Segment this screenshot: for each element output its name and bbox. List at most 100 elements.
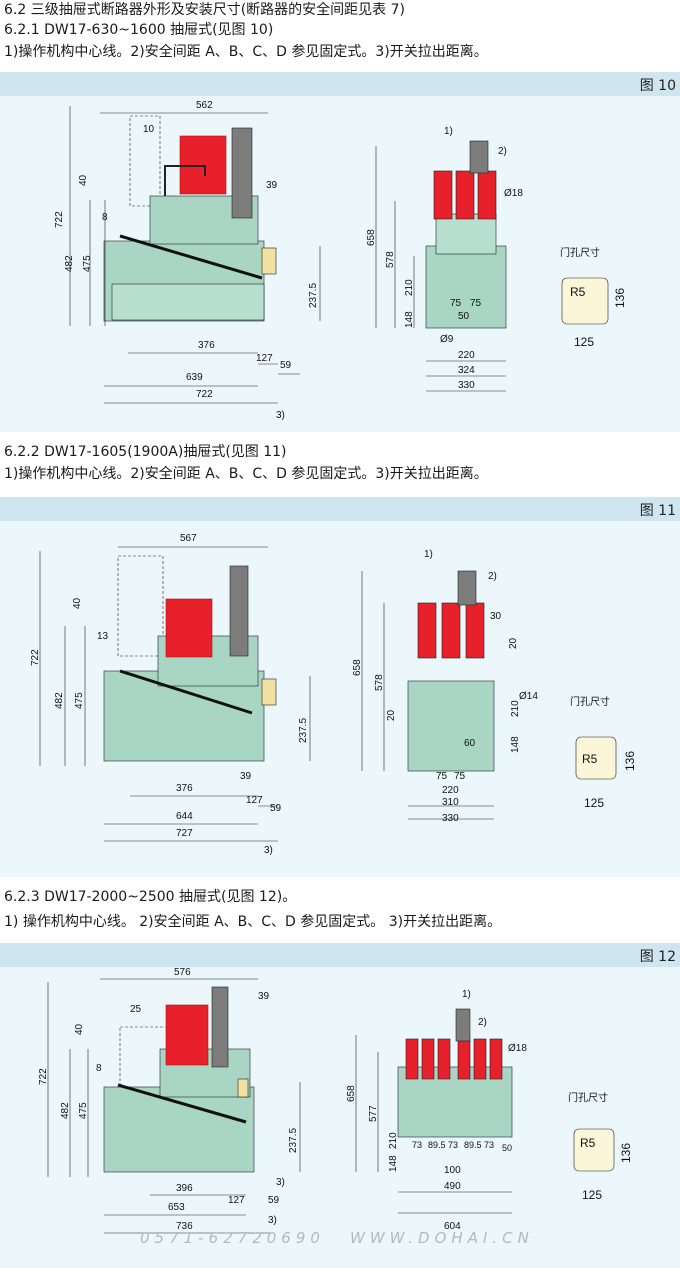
front-220: 220 [458,350,475,361]
front-50: 50 [458,311,470,322]
front-658: 658 [366,229,377,246]
door-136: 136 [619,1143,633,1163]
front-324: 324 [458,365,475,376]
dim-59: 59 [270,803,282,814]
front-75b: 75 [454,771,466,782]
dim-722v: 722 [38,1068,49,1085]
front-220: 220 [442,785,459,796]
figure-header-bar [0,943,680,967]
front-604: 604 [444,1221,461,1232]
front-330: 330 [442,813,459,824]
front-phi9: Ø9 [440,334,454,345]
dim-127: 127 [256,353,273,364]
dim-567: 567 [180,533,197,544]
door-hole-title: 门孔尺寸 [570,695,610,708]
dim-722v: 722 [54,211,65,228]
figure-label: 图 12 [639,949,676,965]
dim-13: 13 [97,631,109,642]
door-r5: R5 [580,1136,596,1150]
front-50: 50 [502,1143,512,1153]
section-heading: 6.2 三级抽屉式断路器外形及安装尺寸(断路器的安全间距见表 7) [4,2,405,18]
dim-639: 639 [186,372,203,383]
front-73a: 73 [412,1140,422,1150]
dim-39: 39 [258,991,270,1002]
figure-12-panel: 图 12 576 39 25 40 8 722 482 475 237.5 39… [0,943,680,1268]
front-210: 210 [404,279,415,296]
dim-562: 562 [196,100,213,111]
dim-127: 127 [228,1195,245,1206]
front-578: 578 [374,674,385,691]
front-658: 658 [352,659,363,676]
door-125: 125 [574,335,594,349]
dim-722v: 722 [30,649,41,666]
front-1: 1) [444,126,453,137]
front-895a: 89.5 [428,1140,446,1150]
front-phi18: Ø18 [508,1043,527,1054]
dim-376: 376 [198,340,215,351]
front-310: 310 [442,797,459,808]
dim-482: 482 [60,1102,71,1119]
figure-header-bar [0,72,680,96]
dim-39: 39 [240,771,252,782]
front-148: 148 [388,1155,399,1172]
dim-644: 644 [176,811,193,822]
front-100: 100 [444,1165,461,1176]
front-phi14: Ø14 [519,691,538,702]
dim-722h: 722 [196,389,213,400]
dim-482: 482 [64,255,75,272]
front-578: 578 [385,251,396,268]
front-20b: 20 [386,709,397,721]
front-30: 30 [490,611,502,622]
dim-59: 59 [268,1195,280,1206]
front-658: 658 [346,1085,357,1102]
dim-40: 40 [78,174,89,186]
front-2: 2) [498,146,507,157]
dim-25: 25 [130,1004,142,1015]
front-210: 210 [388,1132,399,1149]
front-1: 1) [462,989,471,1000]
front-60: 60 [464,738,476,749]
dim-40: 40 [72,597,83,609]
dim-3b: 3) [268,1215,277,1226]
figure-10-panel: 图 10 562 10 40 39 8 722 482 475 237.5 37… [0,72,680,432]
dim-8: 8 [102,212,108,223]
dim-8: 8 [96,1063,102,1074]
dim-576: 576 [174,967,191,978]
watermark-phone: 0571-62720690 [140,1229,325,1247]
figure-label: 图 10 [639,78,676,94]
door-hole [561,277,609,325]
door-r5: R5 [582,752,598,766]
dim-39: 39 [266,180,278,191]
subsection-heading: 6.2.1 DW17-630~1600 抽屉式(见图 10) [4,22,274,38]
dim-3a: 3) [276,1177,285,1188]
dim-3: 3) [264,845,273,856]
door-136: 136 [623,751,637,771]
front-1: 1) [424,549,433,560]
operating-lever [231,127,253,219]
dim-237: 237.5 [308,283,319,308]
dim-653: 653 [168,1202,185,1213]
front-phi18: Ø18 [504,188,523,199]
figure-10-drawing: 562 10 40 39 8 722 482 475 237.5 376 127… [54,100,627,421]
front-895b: 89.5 [464,1140,482,1150]
front-75a: 75 [450,298,462,309]
door-125: 125 [584,796,604,810]
dashed-outline [129,115,161,207]
subsection-heading: 6.2.3 DW17-2000~2500 抽屉式(见图 12)。 [4,889,297,905]
figure-label: 图 11 [639,503,676,519]
figure-11-panel: 图 11 567 40 13 722 482 475 237.5 376 39 … [0,497,680,877]
notes-line: 1)操作机构中心线。2)安全间距 A、B、C、D 参见固定式。3)开关拉出距离。 [4,44,488,60]
dim-59: 59 [280,360,292,371]
dim-727: 727 [176,828,193,839]
front-73b: 73 [448,1140,458,1150]
dim-3: 3) [276,410,285,421]
front-2: 2) [488,571,497,582]
front-148: 148 [404,311,415,328]
dim-475: 475 [78,1102,89,1119]
subsection-heading: 6.2.2 DW17-1605(1900A)抽屉式(见图 11) [4,444,287,460]
front-73c: 73 [484,1140,494,1150]
front-577: 577 [368,1105,379,1122]
front-330: 330 [458,380,475,391]
dim-376: 376 [176,783,193,794]
watermark-site: WWW.DOHAI.CN [350,1229,534,1247]
